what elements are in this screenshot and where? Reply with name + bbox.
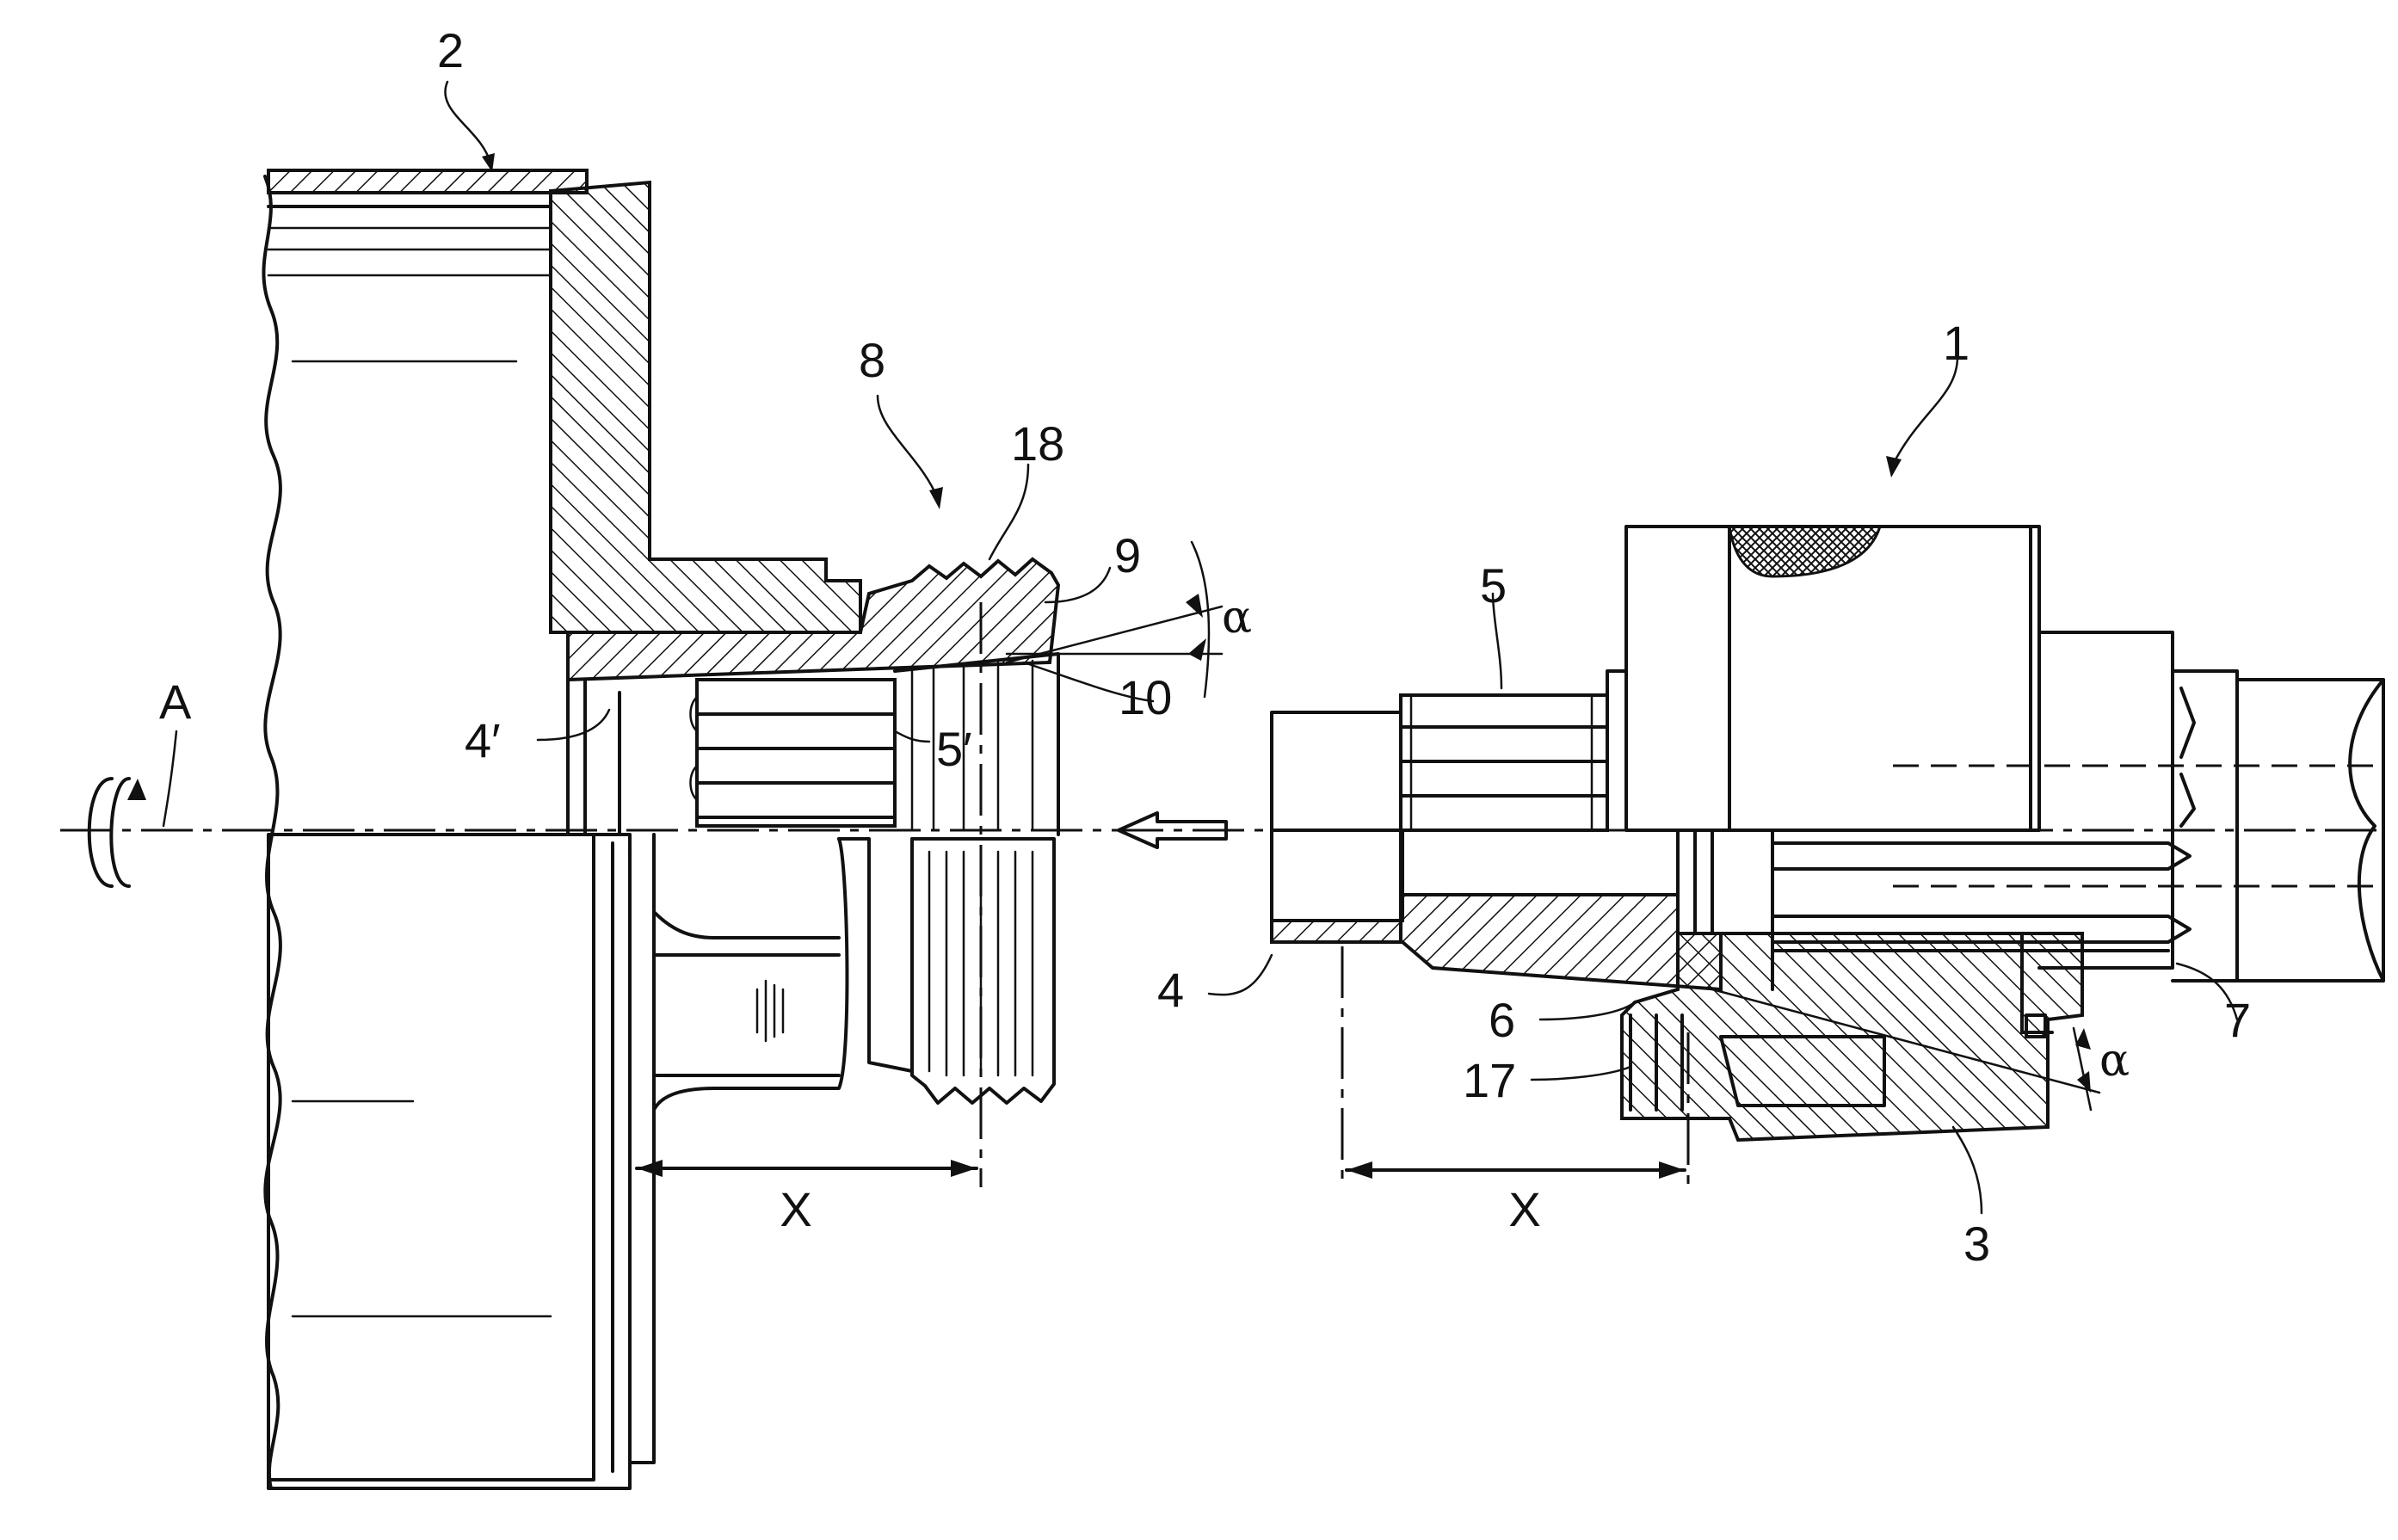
label-9: 9 <box>1114 528 1141 582</box>
alpha-top-label: α <box>1222 592 1252 644</box>
label-17: 17 <box>1463 1053 1516 1107</box>
label-3: 3 <box>1963 1217 1990 1271</box>
label-axis-A: A <box>159 675 192 729</box>
label-8: 8 <box>859 333 885 387</box>
label-4prime: 4′ <box>465 713 501 767</box>
alpha-bottom-label: α <box>2099 1035 2130 1087</box>
flange-section <box>551 182 860 632</box>
label-1: 1 <box>1943 316 1970 370</box>
break-line <box>263 176 280 1488</box>
housing <box>1626 527 2039 830</box>
label-5: 5 <box>1480 558 1507 613</box>
pinion-teeth-5 <box>1401 695 1607 830</box>
dim-x-right-label: X <box>1508 1182 1540 1236</box>
label-18: 18 <box>1011 416 1064 471</box>
rotation-arrow-icon <box>89 779 146 886</box>
label-2: 2 <box>437 23 464 77</box>
label-4: 4 <box>1157 963 1184 1017</box>
starter-assembly <box>1272 527 2383 1140</box>
rim-top <box>268 170 587 193</box>
flywheel-lower <box>268 835 630 1488</box>
hub-lower-view <box>654 835 847 1110</box>
housing-knurl <box>1729 527 1880 576</box>
dim-x-left-label: X <box>780 1182 811 1236</box>
inner-spline-5prime <box>691 680 896 826</box>
label-5prime: 5′ <box>936 722 972 776</box>
label-6: 6 <box>1489 993 1515 1047</box>
label-10: 10 <box>1119 670 1172 724</box>
label-7: 7 <box>2224 993 2251 1047</box>
